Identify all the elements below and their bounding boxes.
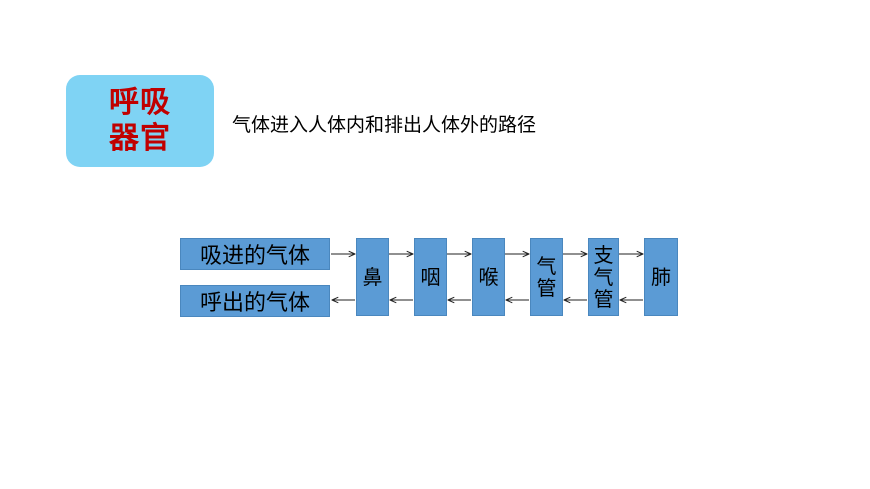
organ-bronchi-label-3: 管 [593,287,614,311]
organ-bronchi-label-2: 气 [593,265,614,289]
organ-larynx: 喉 [472,238,505,316]
organ-lung: 肺 [644,238,678,316]
organ-lung-label: 肺 [651,265,671,289]
organ-pharynx-label: 咽 [420,265,441,289]
badge-title-line-1: 呼吸 [109,85,171,120]
organ-bronchi: 支 气 管 [588,238,619,316]
organ-pharynx: 咽 [414,238,447,316]
badge-title-line-2: 器官 [109,121,171,156]
exhale-label-box: 呼出的气体 [180,285,330,317]
diagram-subtitle: 气体进入人体内和排出人体外的路径 [232,114,537,136]
organ-nose-label: 鼻 [362,265,383,289]
organ-trachea-label-1: 气 [536,254,557,278]
organ-larynx-label: 喉 [478,265,499,289]
section-badge: 呼吸 器官 [66,75,214,167]
inhale-label-box: 吸进的气体 [180,238,330,270]
organ-nose: 鼻 [356,238,389,316]
organ-trachea-label-2: 管 [536,276,557,300]
organ-bronchi-label-1: 支 [593,243,614,267]
organ-trachea: 气 管 [530,238,563,316]
